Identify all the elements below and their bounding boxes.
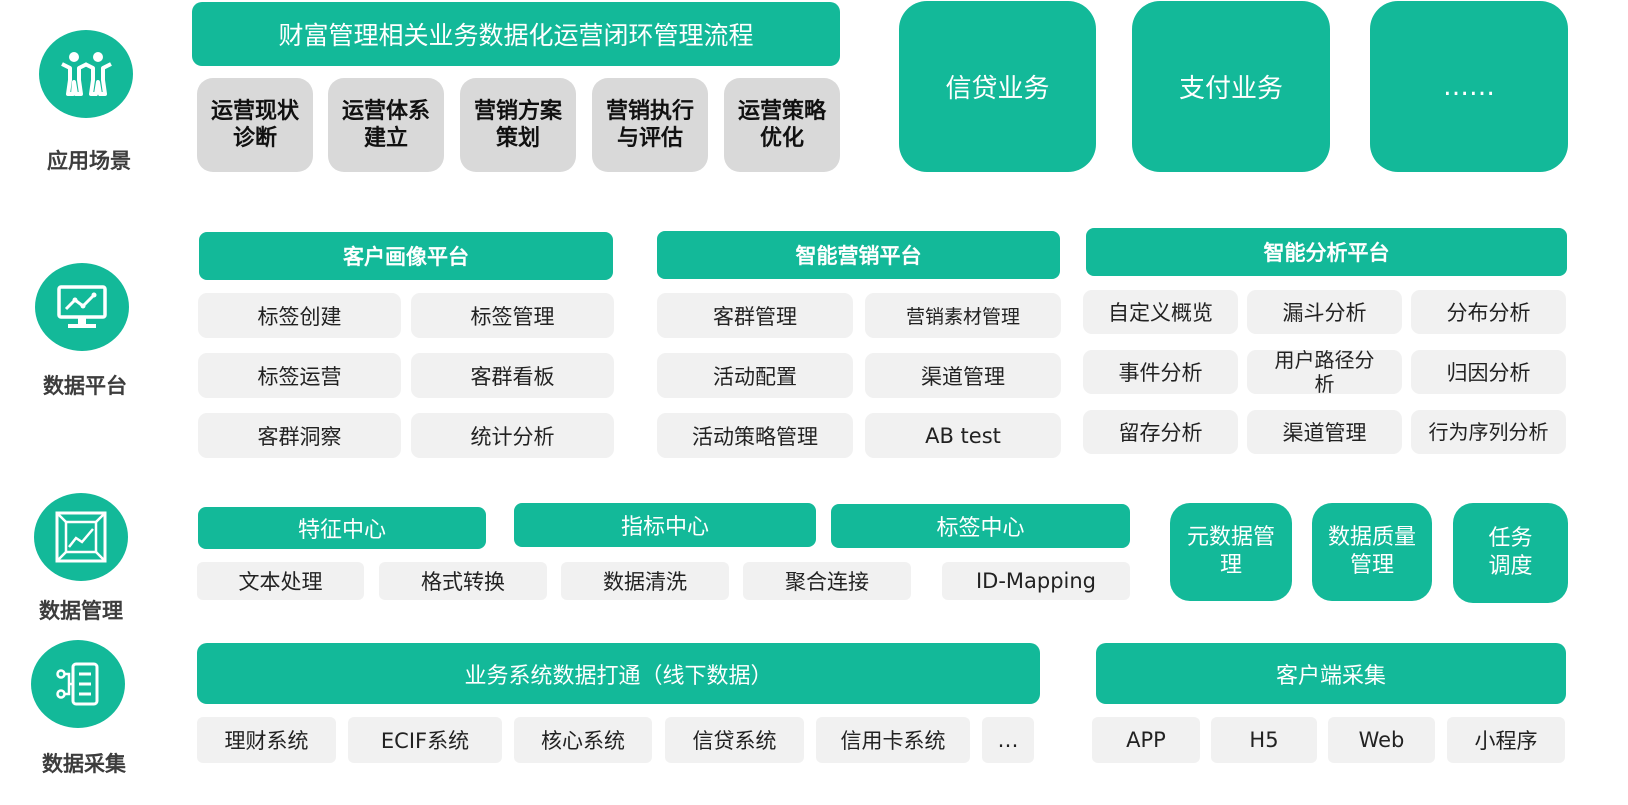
platform-item: 留存分析 [1083, 410, 1238, 454]
data-box-icon [34, 493, 128, 581]
business-payment: 支付业务 [1132, 1, 1330, 172]
system-item: 信贷系统 [665, 717, 804, 763]
center-feature: 特征中心 [198, 507, 486, 549]
step-box: 运营策略优化 [724, 78, 840, 172]
governance-scheduling: 任务调度 [1453, 503, 1568, 603]
row-label-platform: 数据平台 [43, 374, 127, 398]
step-box: 营销执行与评估 [592, 78, 708, 172]
wealth-loop-title: 财富管理相关业务数据化运营闭环管理流程 [192, 2, 840, 66]
step-box: 营销方案策划 [460, 78, 576, 172]
process-item: 数据清洗 [561, 562, 729, 600]
platform-item: 渠道管理 [1247, 410, 1402, 454]
platform-item: 渠道管理 [865, 353, 1061, 398]
system-item: ECIF系统 [348, 717, 502, 763]
step-box: 运营体系建立 [328, 78, 444, 172]
system-item: … [982, 717, 1034, 763]
platform-item: 客群管理 [657, 293, 853, 338]
platform-item: 漏斗分析 [1247, 290, 1402, 334]
platform-item: AB test [865, 413, 1061, 458]
system-item: 理财系统 [197, 717, 336, 763]
row-label-management: 数据管理 [39, 599, 123, 623]
platform-item: 分布分析 [1411, 290, 1566, 334]
platform-item: 统计分析 [411, 413, 614, 458]
platform-item: 自定义概览 [1083, 290, 1238, 334]
center-tag: 标签中心 [831, 504, 1130, 548]
platform-title: 智能营销平台 [657, 231, 1060, 279]
platform-item: 客群洞察 [198, 413, 401, 458]
monitor-chart-icon [35, 263, 129, 351]
platform-item: 活动策略管理 [657, 413, 853, 458]
row-label-collection: 数据采集 [42, 752, 126, 776]
system-item: 核心系统 [514, 717, 652, 763]
platform-title: 客户画像平台 [199, 232, 613, 280]
step-box: 运营现状诊断 [197, 78, 313, 172]
platform-item: 事件分析 [1083, 350, 1238, 394]
client-item: H5 [1211, 717, 1317, 763]
platform-item: 用户路径分析 [1247, 348, 1402, 396]
people-icon [39, 30, 133, 118]
flow-list-icon [31, 640, 125, 728]
platform-item: 标签管理 [411, 293, 614, 338]
client-item: Web [1328, 717, 1435, 763]
governance-quality: 数据质量管理 [1312, 503, 1432, 601]
client-item: 小程序 [1447, 717, 1565, 763]
center-metric: 指标中心 [514, 503, 816, 547]
platform-item: 客群看板 [411, 353, 614, 398]
business-credit: 信贷业务 [899, 1, 1096, 172]
platform-item: 活动配置 [657, 353, 853, 398]
platform-item: 标签运营 [198, 353, 401, 398]
platform-item: 营销素材管理 [865, 293, 1061, 338]
platform-item: 归因分析 [1411, 350, 1566, 394]
process-item: ID-Mapping [942, 562, 1130, 600]
process-item: 格式转换 [379, 562, 547, 600]
governance-metadata: 元数据管理 [1170, 503, 1292, 601]
process-item: 文本处理 [197, 562, 364, 600]
platform-item: 标签创建 [198, 293, 401, 338]
platform-item: 行为序列分析 [1411, 410, 1566, 454]
client-item: APP [1092, 717, 1200, 763]
process-item: 聚合连接 [743, 562, 911, 600]
system-item: 信用卡系统 [816, 717, 970, 763]
offline-data-title: 业务系统数据打通（线下数据） [197, 643, 1040, 704]
row-label-application: 应用场景 [47, 149, 131, 173]
platform-title: 智能分析平台 [1086, 228, 1567, 276]
business-more: …… [1370, 1, 1568, 172]
client-collection-title: 客户端采集 [1096, 643, 1566, 704]
